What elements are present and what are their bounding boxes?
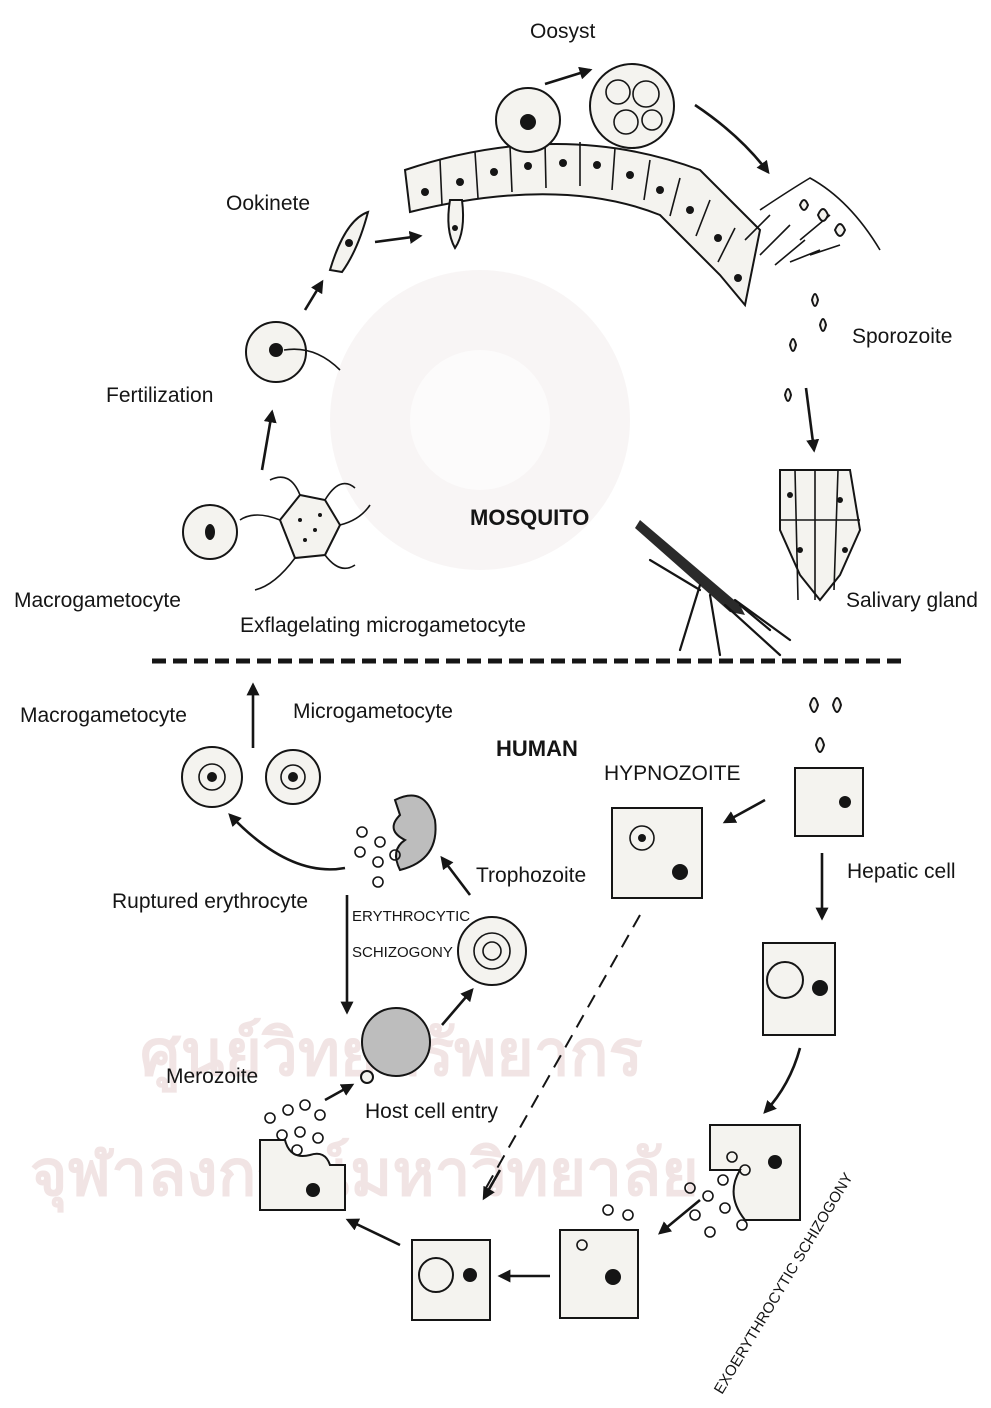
arrow-ookinete-gut: [375, 236, 420, 242]
label-macrogametocyte-top: Macrogametocyte: [14, 589, 181, 612]
label-ruptured-erythrocyte: Ruptured erythrocyte: [112, 890, 308, 913]
ruptured-erythrocyte: [355, 796, 436, 888]
arrow-trophozoite-rupture: [442, 858, 470, 895]
arrow-schizont-down: [765, 1048, 800, 1112]
arrow-oocyst: [545, 70, 590, 84]
infected-hepatic-cell: [560, 1230, 638, 1318]
rupturing-schizont: [685, 1125, 800, 1237]
arrow-to-ookinete: [305, 282, 322, 310]
label-salivary-gland: Salivary gland: [846, 589, 978, 612]
label-host-cell-entry: Host cell entry: [365, 1100, 499, 1123]
label-erythrocytic-2: SCHIZOGONY: [352, 944, 453, 961]
mature-oocyst: [590, 64, 674, 148]
section-mosquito: MOSQUITO: [470, 505, 589, 530]
fertilization-zygote: [246, 322, 340, 382]
label-oosyst: Oosyst: [530, 20, 596, 43]
trophozoite-cell: [458, 917, 526, 985]
label-ookinete: Ookinete: [226, 192, 310, 215]
label-sporozoite: Sporozoite: [852, 325, 952, 348]
sporozoite-release: [745, 178, 880, 401]
label-macrogametocyte-human: Macrogametocyte: [20, 704, 187, 727]
label-fertilization: Fertilization: [106, 384, 213, 407]
hypnozoite-cell: [612, 808, 702, 898]
label-hepatic-cell: Hepatic cell: [847, 860, 956, 883]
young-oocyst: [496, 88, 560, 152]
arrow-to-ruptured-hepatic: [348, 1220, 400, 1245]
label-exflagelating: Exflagelating microgametocyte: [240, 614, 526, 637]
arrow-oocyst-rupture: [695, 105, 768, 172]
label-hypnozoite: HYPNOZOITE: [604, 762, 741, 785]
arrow-to-hypnozoite: [725, 800, 765, 822]
salivary-gland: [780, 470, 860, 600]
arrow-to-salivary: [806, 388, 814, 450]
hepatic-cell-with-schizont: [412, 1240, 490, 1320]
watermark-line2: จุฬาลงกรณ์มหาวิทยาลัย: [30, 1137, 699, 1213]
macrogametocyte-mosquito: [183, 505, 237, 559]
arrow-to-fertilization: [262, 412, 272, 470]
hepatic-cell: [795, 768, 863, 836]
label-merozoite: Merozoite: [166, 1065, 258, 1088]
arrow-to-gametocytes: [230, 815, 345, 869]
hepatic-schizont: [763, 943, 835, 1035]
sporozoites-entering: [810, 698, 841, 752]
macrogametocyte-human: [182, 747, 242, 807]
microgametocyte-cell: [266, 750, 320, 804]
label-trophozoite: Trophozoite: [476, 864, 586, 887]
mosquito-icon: [635, 520, 790, 655]
section-human: HUMAN: [496, 736, 578, 761]
label-erythrocytic-1: ERYTHROCYTIC: [352, 908, 470, 925]
ookinete: [330, 212, 368, 272]
label-microgametocyte: Microgametocyte: [293, 700, 453, 723]
